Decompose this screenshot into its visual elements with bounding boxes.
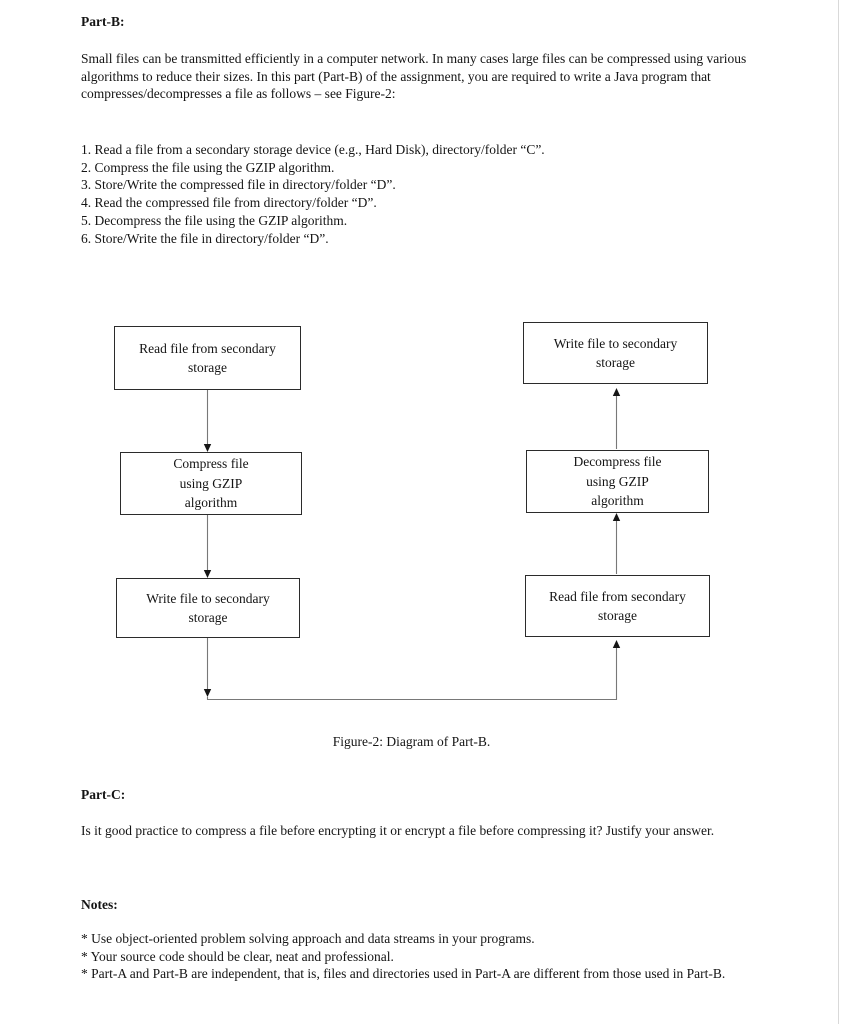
flow-box-text-line: storage bbox=[598, 608, 637, 623]
flow-box-text-line: Compress file bbox=[173, 456, 249, 472]
flow-box-text-line: storage bbox=[188, 360, 227, 375]
flow-box-text-line: storage bbox=[188, 610, 228, 625]
step-item-1: 1. Read a file from a secondary storage … bbox=[81, 142, 545, 157]
flow-box-text-line: using GZIP bbox=[586, 473, 649, 489]
figure-caption: Figure-2: Diagram of Part-B. bbox=[332, 734, 491, 749]
flow-box-left-read-file: Read file from secondary storage bbox=[114, 326, 301, 390]
part-c-question: Is it good practice to compress a file b… bbox=[81, 823, 715, 838]
flow-box-text-line: Write file to secondary bbox=[553, 335, 678, 351]
flow-box-text-line: Read file from secondary bbox=[139, 340, 276, 356]
flow-box-text-line: using GZIP bbox=[179, 475, 243, 491]
step-item-4: 4. Read the compressed file from directo… bbox=[81, 195, 377, 211]
step-item-3: 3. Store/Write the compressed file in di… bbox=[81, 177, 396, 193]
note-item-1: * Use object-oriented problem solving ap… bbox=[81, 931, 535, 946]
step-item-6: 6. Store/Write the file in directory/fol… bbox=[81, 230, 329, 246]
step-item-5: 5. Decompress the file using the GZIP al… bbox=[81, 212, 348, 228]
flow-box-text-line: Read file from secondary bbox=[549, 588, 686, 604]
part-b-heading: Part-B: bbox=[81, 14, 125, 29]
arrow-right-decompress-to-write bbox=[612, 388, 621, 449]
flow-box-text-line: algorithm bbox=[184, 495, 238, 511]
part-c-heading: Part-C: bbox=[81, 787, 126, 802]
notes-list: * Use object-oriented problem solving ap… bbox=[81, 930, 765, 983]
flow-box-right-read-file: Read file from secondary storage bbox=[525, 575, 710, 637]
flow-box-text-line: algorithm bbox=[591, 493, 644, 509]
note-item-3: * Part-A and Part-B are independent, tha… bbox=[81, 966, 726, 982]
flow-box-left-write-file: Write file to secondary storage bbox=[116, 578, 300, 638]
arrow-right-read-to-decompress bbox=[612, 513, 621, 574]
part-b-steps-list: 1. Read a file from a secondary storage … bbox=[81, 141, 765, 247]
flow-box-text-line: Write file to secondary bbox=[146, 590, 270, 606]
arrow-bottom-connector bbox=[203, 637, 621, 701]
flow-box-text-line: storage bbox=[596, 355, 635, 370]
flow-box-left-compress-file: Compress file using GZIP algorithm bbox=[120, 452, 302, 515]
part-b-intro-paragraph: Small files can be transmitted efficient… bbox=[81, 51, 747, 102]
flow-box-right-write-file: Write file to secondary storage bbox=[523, 322, 708, 384]
notes-heading: Notes: bbox=[81, 897, 118, 912]
arrow-left-compress-to-write bbox=[203, 514, 212, 578]
flow-box-text-line: Decompress file bbox=[573, 454, 662, 470]
note-item-2: * Your source code should be clear, neat… bbox=[81, 948, 394, 964]
step-item-2: 2. Compress the file using the GZIP algo… bbox=[81, 159, 335, 175]
page-right-edge-divider bbox=[838, 0, 839, 1024]
arrow-left-read-to-compress bbox=[203, 389, 212, 452]
flow-box-right-decompress-file: Decompress file using GZIP algorithm bbox=[526, 450, 709, 513]
